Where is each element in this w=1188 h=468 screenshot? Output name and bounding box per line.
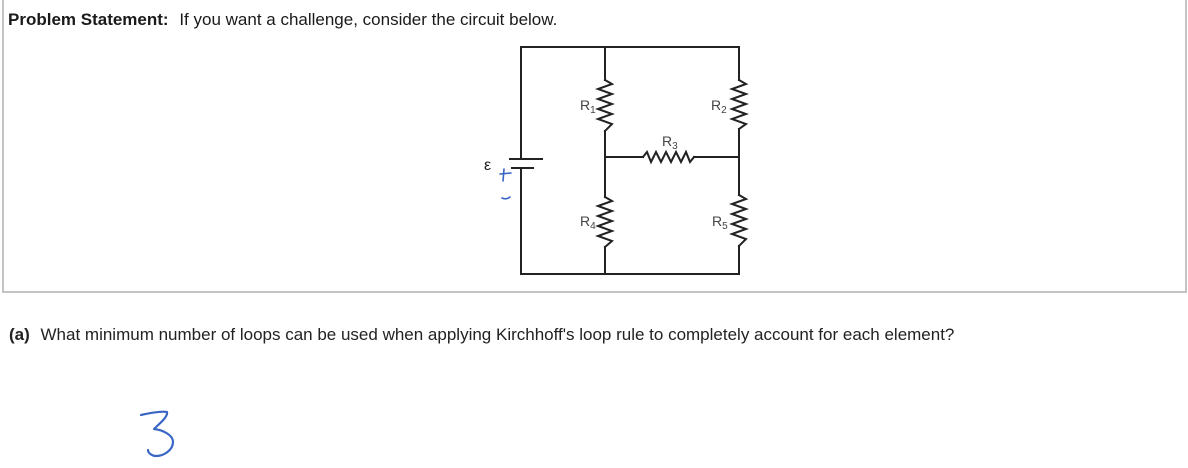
emf-label: ε	[484, 157, 491, 174]
resistor-r3	[641, 149, 696, 165]
wire-left-top	[520, 46, 740, 160]
problem-statement-box	[2, 0, 1187, 293]
handwritten-answer	[139, 410, 175, 458]
resistor-label-r2: R2	[711, 97, 727, 116]
question-a: (a) What minimum number of loops can be …	[9, 324, 954, 346]
resistor-label-r5: R5	[712, 213, 728, 232]
question-text: What minimum number of loops can be used…	[40, 325, 955, 344]
polarity-plus-mark	[499, 168, 512, 182]
resistor-label-r4: R4	[580, 213, 596, 232]
resistor-r2	[729, 78, 749, 131]
polarity-minus-mark	[501, 196, 511, 200]
problem-statement: Problem Statement: If you want a challen…	[8, 10, 557, 30]
answer-digit-3	[139, 410, 175, 458]
resistor-label-r3: R3	[662, 133, 678, 152]
wire-left-bottom	[520, 167, 740, 275]
resistor-label-r1: R1	[580, 97, 596, 116]
problem-statement-label: Problem Statement:	[8, 10, 169, 29]
problem-statement-text: If you want a challenge, consider the ci…	[179, 10, 558, 29]
resistor-r4	[595, 195, 615, 249]
question-label: (a)	[9, 325, 30, 344]
resistor-r1	[595, 78, 615, 133]
circuit-diagram: ε R1 R2 R3 R4 R5	[484, 46, 749, 275]
resistor-r5	[729, 193, 749, 248]
